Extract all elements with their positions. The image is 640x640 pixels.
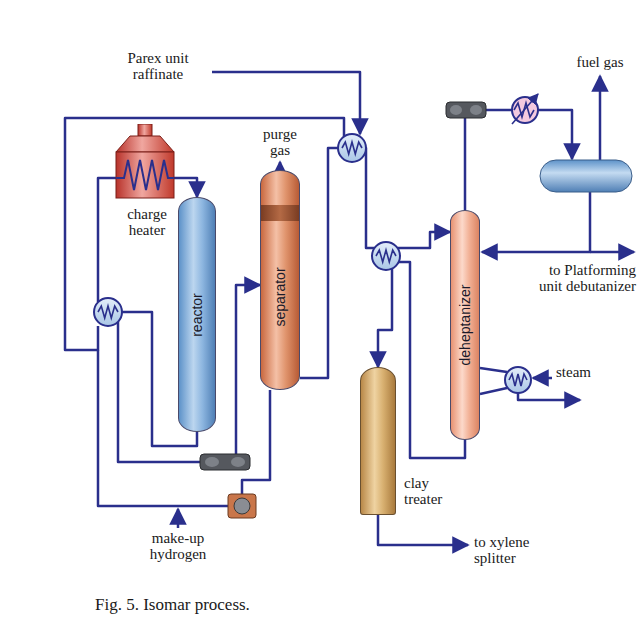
drawing-circle <box>234 498 250 514</box>
drawing-rect <box>200 454 250 470</box>
charge-heater: charge heater <box>108 124 186 246</box>
air-cooler <box>200 454 250 470</box>
stream-label: Parex unit raffinate <box>108 50 208 82</box>
air-cooler <box>446 102 486 118</box>
drawing-polyline <box>242 390 270 494</box>
stream-label: fuel gas <box>566 54 634 70</box>
heater-symbol <box>108 124 186 200</box>
drawing-ellipse <box>205 457 219 467</box>
drawing-polyline <box>518 393 580 400</box>
process-line <box>174 178 197 197</box>
drawing-rect <box>116 152 174 198</box>
trim-condenser <box>512 94 538 124</box>
stream-label: to xylene splitter <box>474 534 558 566</box>
drawing-path <box>116 136 174 152</box>
stream-label: make-up hydrogen <box>133 530 223 562</box>
pipes <box>65 72 634 545</box>
vessel-label: reactor <box>190 293 205 337</box>
drawing-polyline <box>509 374 527 386</box>
drawing-polyline <box>533 377 552 380</box>
drawing-circle <box>94 298 122 326</box>
drawing-ellipse <box>450 105 462 115</box>
stream-label: to Platforming unit debutanizer <box>538 262 636 294</box>
process-line <box>300 148 450 378</box>
drawing-circle <box>372 242 400 270</box>
drawing-ellipse <box>231 457 245 467</box>
drawing-rect <box>228 494 256 518</box>
column-vessel: deheptanizer <box>450 210 480 440</box>
drawing-rect <box>138 124 152 136</box>
drawing-polyline <box>342 142 362 154</box>
drawing-rect <box>446 102 486 118</box>
drawing-polyline <box>212 72 360 134</box>
drawing-polyline <box>98 178 116 302</box>
drawing-polyline <box>376 250 396 262</box>
demister-band <box>261 205 299 221</box>
stream-label: steam <box>556 364 616 380</box>
vessel-label: separator <box>273 268 288 327</box>
drawing-polyline <box>279 162 282 170</box>
drawing-polyline <box>482 192 590 252</box>
figure-caption: Fig. 5. Isomar process. <box>95 595 515 615</box>
drawing-polyline <box>177 509 180 528</box>
stream-label: purge gas <box>254 126 306 158</box>
drawing-polyline <box>590 251 634 254</box>
separator-vessel: separator <box>260 170 300 390</box>
drawing-polyline <box>599 76 602 160</box>
drawing-ellipse <box>470 105 482 115</box>
vessel-label: deheptanizer <box>458 285 473 366</box>
drawing-polyline <box>378 515 468 545</box>
equipment-label: charge heater <box>108 206 186 238</box>
compressor <box>228 494 256 518</box>
drawing-polyline <box>480 388 507 394</box>
drawing-line <box>512 94 538 124</box>
receiver-drum <box>540 160 632 192</box>
reactor-vessel: reactor <box>178 197 216 432</box>
drawing-polyline <box>480 368 507 372</box>
drawing-circle <box>338 134 366 162</box>
equipment-label: clay treater <box>404 475 452 507</box>
drawing-polyline <box>98 306 118 318</box>
drawing-polyline <box>116 160 174 190</box>
clay-treater: clay treater <box>360 367 452 517</box>
drawing-circle <box>505 367 531 393</box>
treater-vessel <box>360 367 396 515</box>
